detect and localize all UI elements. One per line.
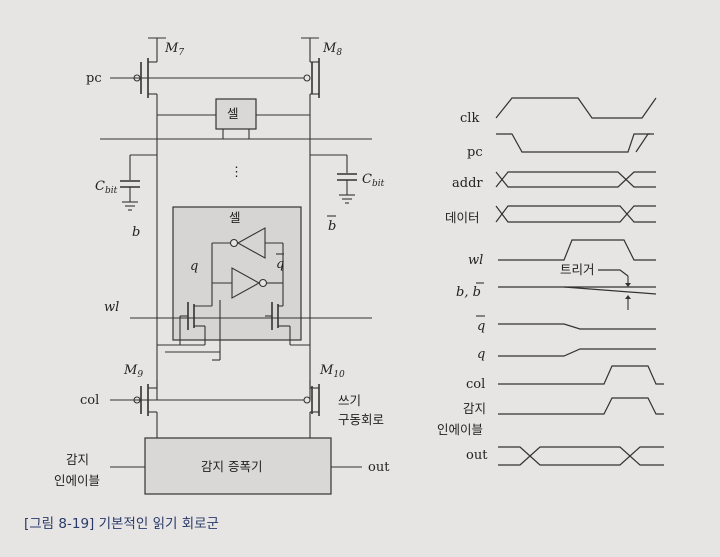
label-col: col — [80, 393, 99, 408]
timing-label-q-bar: q — [477, 319, 485, 334]
sense-enable-label-1: 감지 — [66, 452, 89, 467]
waveform-pc — [496, 133, 650, 153]
label-pc: pc — [86, 71, 102, 86]
label-m7: M7 — [164, 41, 184, 58]
transistor-m8 — [303, 56, 320, 98]
label-m10: M10 — [319, 363, 345, 380]
waveform-data-a — [495, 205, 656, 223]
capacitor-right — [310, 154, 357, 204]
top-cell-label: 셀 — [227, 106, 239, 121]
waveform-out-a — [498, 446, 664, 466]
timing-label-sense-2: 인에이블 — [437, 422, 483, 437]
label-m9: M9 — [123, 363, 143, 380]
timing-label-q: q — [477, 347, 485, 362]
timing-label-clk: clk — [460, 111, 479, 126]
timing-label-col: col — [466, 377, 485, 392]
transistor-m7 — [133, 56, 158, 98]
figure-caption: [그림 8-19] 기본적인 읽기 회로군 — [24, 516, 219, 532]
waveform-q-bar — [498, 323, 656, 330]
access-transistor-right — [265, 282, 291, 345]
waveform-addr-b — [495, 171, 656, 188]
timing-label-out: out — [466, 448, 488, 463]
waveform-q — [498, 348, 656, 357]
timing-label-addr: addr — [452, 176, 483, 191]
write-driver-label-2: 구동회로 — [338, 412, 384, 427]
trigger-label: 트리거 — [560, 262, 595, 277]
waveform-sense-enable — [498, 397, 664, 415]
waveform-clk — [495, 97, 657, 119]
label-cbit-right: Cbit — [362, 172, 385, 189]
timing-label-wl: wl — [468, 253, 483, 268]
sense-amp-label: 감지 증폭기 — [201, 459, 262, 474]
inverter-bottom — [212, 267, 283, 299]
transistor-m10 — [303, 384, 320, 416]
timing-label-sense-1: 감지 — [463, 401, 486, 416]
label-b-bar: b — [328, 219, 336, 234]
label-b: b — [132, 225, 140, 240]
write-driver-label-1: 쓰기 — [338, 393, 361, 408]
waveform-b-bar — [563, 286, 657, 295]
timing-diagram — [495, 97, 664, 466]
inverter-top — [211, 227, 284, 300]
timing-label-data: 데이터 — [445, 210, 480, 225]
waveform-addr-a — [495, 171, 656, 188]
label-m8: M8 — [322, 41, 342, 58]
waveform-wl — [498, 239, 656, 261]
read-circuit-schematic — [100, 37, 372, 495]
label-q-bar: q — [276, 257, 284, 272]
label-cbit-left: Cbit — [95, 179, 118, 196]
cell-ellipsis: ⋮ — [230, 165, 243, 180]
sense-amplifier-block — [144, 437, 332, 495]
waveform-col — [498, 365, 664, 385]
timing-label-pc: pc — [467, 145, 483, 160]
access-transistor-left — [179, 300, 213, 345]
inner-cell-label: 셀 — [229, 210, 241, 225]
timing-label-b-bbar: b, b — [456, 285, 481, 300]
capacitor-left — [120, 154, 157, 211]
label-q: q — [190, 259, 198, 274]
sense-enable-label-2: 인에이블 — [54, 473, 100, 488]
waveform-out-b — [498, 446, 664, 466]
label-out: out — [368, 460, 390, 475]
waveform-data-b — [495, 205, 656, 223]
top-memory-cell — [215, 98, 257, 130]
label-wl: wl — [104, 300, 119, 315]
